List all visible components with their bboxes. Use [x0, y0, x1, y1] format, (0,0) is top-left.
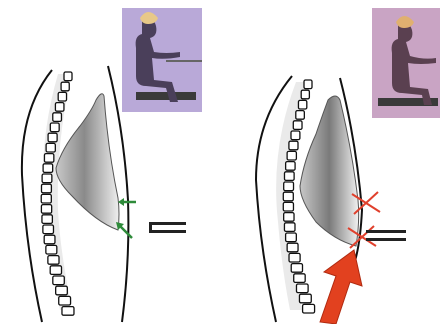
- vertebra: [42, 215, 52, 224]
- vertebra: [44, 154, 53, 163]
- red-arrow-icon: [320, 250, 362, 324]
- double-bar-right-top: [366, 230, 406, 233]
- vertebra: [62, 307, 74, 316]
- vertebra: [64, 72, 72, 81]
- left-photo-inset: [122, 8, 202, 112]
- vertebra: [59, 296, 71, 305]
- vertebra: [298, 100, 306, 109]
- vertebra: [53, 276, 64, 285]
- vertebra: [287, 243, 298, 252]
- double-bar-left-end: [149, 222, 152, 233]
- vertebra: [301, 90, 309, 99]
- vertebra: [48, 133, 57, 142]
- vertebra: [43, 164, 53, 173]
- vertebra: [61, 82, 69, 91]
- vertebra: [287, 151, 296, 160]
- right-panel: [256, 8, 440, 324]
- vertebra: [41, 184, 51, 193]
- vertebra: [44, 235, 55, 244]
- vertebra: [53, 113, 62, 122]
- vertebra: [284, 172, 294, 181]
- vertebra: [42, 174, 52, 183]
- vertebra: [283, 192, 293, 201]
- vertebra: [46, 245, 57, 254]
- vertebra: [41, 205, 51, 214]
- vertebra: [289, 141, 298, 150]
- vertebra: [56, 286, 68, 295]
- vertebra: [299, 294, 311, 303]
- vertebra: [289, 253, 300, 262]
- double-bar-icon: [149, 222, 186, 233]
- vertebra: [291, 131, 300, 140]
- vertebra: [50, 266, 61, 275]
- vertebra: [58, 92, 66, 101]
- vertebra: [296, 284, 308, 293]
- vertebra: [284, 182, 294, 191]
- double-bar-bottom: [150, 230, 186, 233]
- double-bar-right-bottom: [366, 238, 406, 241]
- vertebra: [286, 162, 295, 171]
- red-arrow-shape: [320, 250, 362, 324]
- vertebra: [46, 143, 55, 152]
- vertebra: [296, 111, 305, 120]
- left-scapula: [56, 94, 119, 230]
- vertebra: [48, 256, 59, 265]
- vertebra: [55, 103, 64, 112]
- vertebra: [283, 202, 293, 211]
- vertebra: [284, 223, 295, 232]
- double-bar-top: [150, 222, 186, 225]
- vertebra: [286, 233, 297, 242]
- left-photo-bench: [136, 92, 196, 100]
- left-photo-handle-bar: [166, 60, 202, 62]
- vertebra: [291, 264, 302, 273]
- left-panel: [22, 8, 202, 322]
- vertebra: [304, 80, 312, 89]
- vertebra: [41, 194, 51, 203]
- vertebra: [294, 274, 305, 283]
- vertebra: [303, 304, 315, 313]
- vertebra: [284, 213, 294, 222]
- double-bar-icon-right: [366, 230, 406, 241]
- vertebra: [293, 121, 302, 130]
- vertebra: [43, 225, 54, 234]
- right-photo-inset: [372, 8, 440, 118]
- vertebra: [50, 123, 59, 132]
